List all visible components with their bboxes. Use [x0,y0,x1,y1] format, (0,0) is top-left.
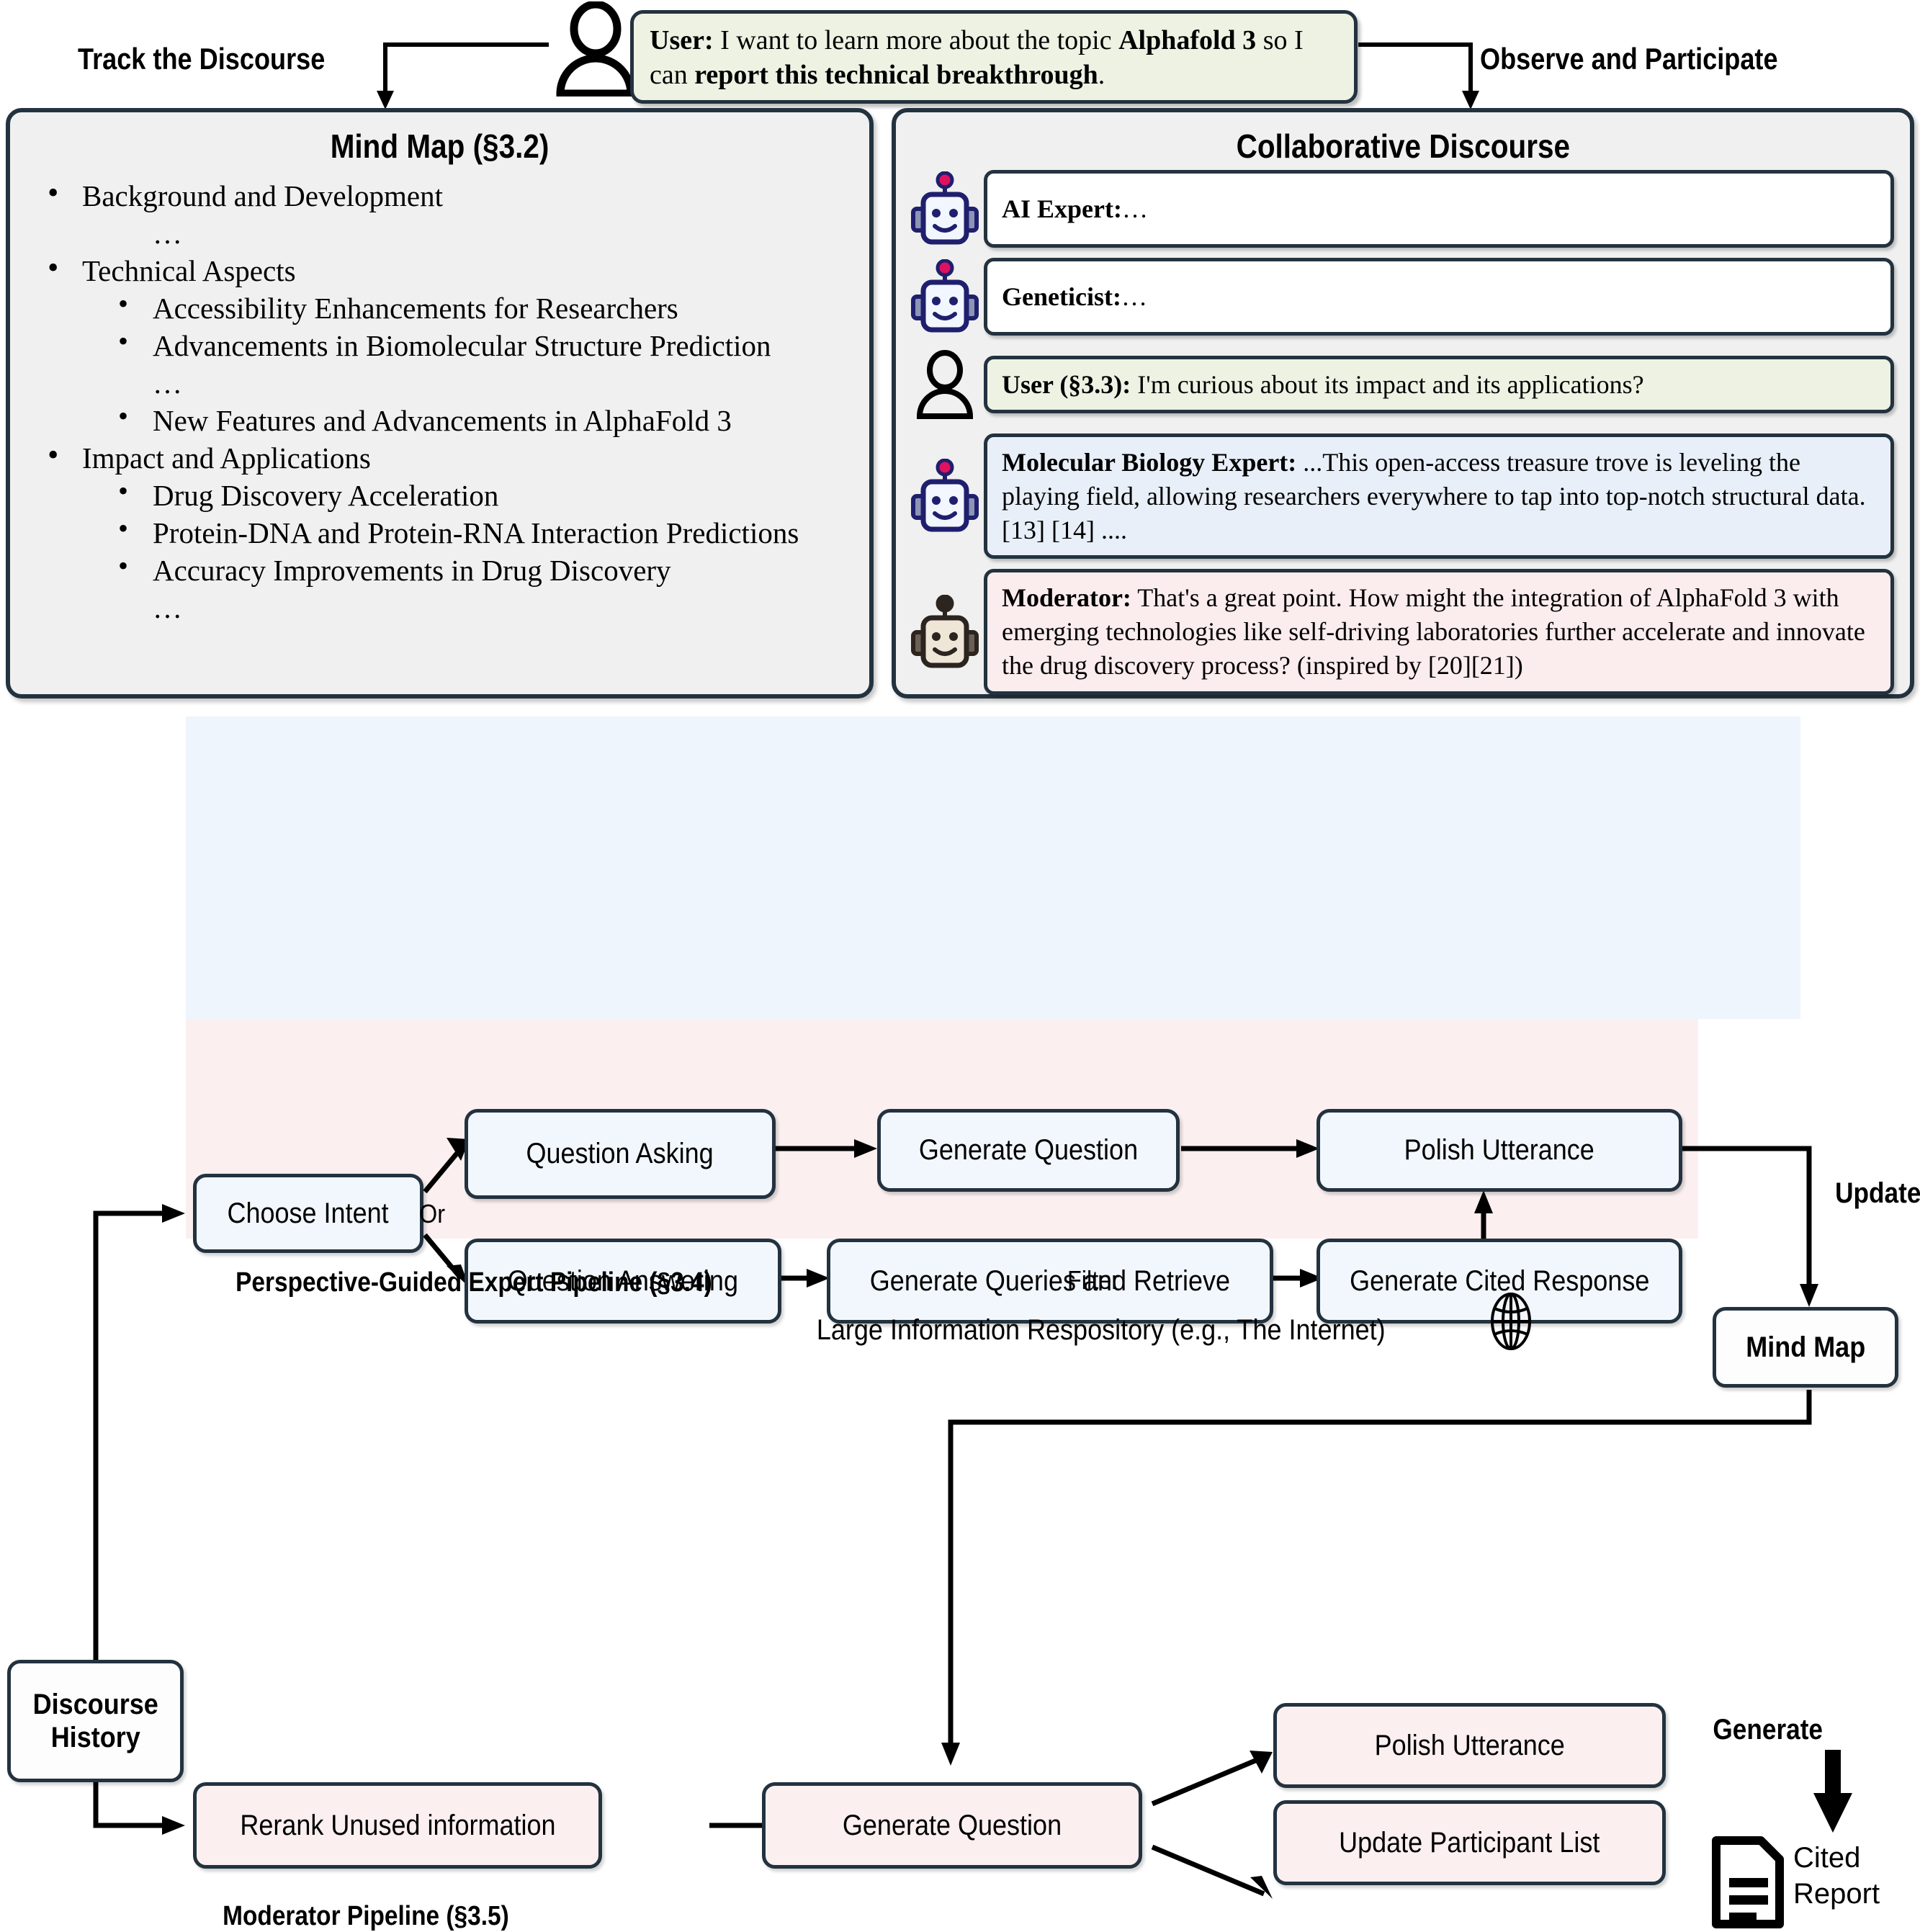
polish-utterance-box[interactable]: Polish Utterance [1316,1109,1682,1192]
discourse-message-bubble: Geneticist: … [984,258,1894,336]
discourse-message-bubble: Moderator: That's a great point. How mig… [984,569,1894,695]
expert-zone-label-text: Perspective-Guided Expert Pipeline (§3.4… [235,1267,712,1298]
mind-map-panel: Mind Map (§3.2) Background and Developme… [6,108,874,698]
generate-label-text: Generate [1713,1714,1823,1745]
repository-label-text: Large Information Respository (e.g., The… [816,1314,1386,1346]
robot-blue-icon [906,170,984,248]
message-text: That's a great point. How might the inte… [1002,583,1865,680]
user-prompt-text-1: I want to learn more about the topic [713,25,1119,55]
or-label: Or [418,1199,447,1229]
mind-map-item: Drug Discovery Acceleration [43,477,869,511]
rerank-unused-box[interactable]: Rerank Unused information [193,1782,602,1869]
message-text: … [1121,282,1147,311]
filter-label-text: Filter [1067,1265,1119,1295]
message-text: ...This open-access treasure trove is le… [1002,448,1866,544]
collaborative-discourse-panel: Collaborative Discourse AI Expert: …Gene… [892,108,1914,698]
mind-map-item: … [153,217,182,250]
discourse-message-row: Moderator: That's a great point. How mig… [906,569,1894,695]
message-speaker: Geneticist: [1002,282,1121,311]
user-icon [906,346,984,423]
message-text: … [1121,194,1148,223]
repository-label: Large Information Respository (e.g., The… [785,1314,1417,1347]
message-speaker: User (§3.3): [1002,369,1131,399]
mind-map-item: Protein-DNA and Protein-RNA Interaction … [43,514,869,548]
discourse-history-box[interactable]: Discourse History [7,1660,184,1782]
expert-zone-label: Perspective-Guided Expert Pipeline (§3.4… [203,1267,745,1298]
moderator-polish-utterance-box[interactable]: Polish Utterance [1273,1703,1666,1788]
user-prompt-speaker: User: [650,25,714,55]
generate-question-label: Generate Question [918,1134,1139,1166]
track-the-discourse-label: Track the Discourse [78,42,326,76]
moderator-generate-question-box[interactable]: Generate Question [762,1782,1142,1869]
user-prompt-text-2: so I can [650,25,1304,91]
discourse-message-row: AI Expert: … [906,170,1894,248]
discourse-message-list: AI Expert: …Geneticist: …User (§3.3): I'… [896,170,1910,695]
mind-map-box[interactable]: Mind Map [1713,1307,1898,1388]
expert-pipeline-zone [186,716,1800,1019]
discourse-history-label: Discourse History [32,1689,158,1753]
mind-map-item: Accuracy Improvements in Drug Discovery [43,552,869,585]
mind-map-title: Mind Map (§3.2) [10,127,869,166]
update-participant-list-label: Update Participant List [1339,1826,1600,1859]
globe-icon [1484,1293,1538,1354]
choose-intent-box[interactable]: Choose Intent [193,1174,423,1253]
question-asking-label: Question Asking [526,1138,714,1169]
update-participant-list-box[interactable]: Update Participant List [1273,1800,1666,1885]
user-icon [549,1,642,96]
message-speaker: Moderator: [1002,583,1131,613]
mind-map-list: Background and Development…Technical Asp… [10,177,869,624]
robot-blue-icon [906,457,984,535]
filter-label: Filter [1064,1265,1122,1295]
user-prompt-text-3: . [1098,60,1105,91]
question-asking-box[interactable]: Question Asking [465,1109,776,1199]
mind-map-item: … [153,367,182,400]
discourse-title: Collaborative Discourse [896,127,1910,166]
cited-report-icon [1710,1836,1785,1932]
update-label: Update [1829,1177,1920,1210]
mind-map-item: Accessibility Enhancements for Researche… [43,289,869,323]
top-connectors [377,42,1479,109]
discourse-message-bubble: AI Expert: … [984,170,1894,248]
user-prompt-bubble: User: I want to learn more about the top… [630,10,1358,104]
mind-map-item: Background and Development [43,177,869,211]
message-text: I'm curious about its impact and its app… [1131,369,1644,399]
generate-label: Generate [1705,1714,1830,1746]
user-prompt-goal: report this technical breakthrough [694,60,1098,91]
discourse-title-text: Collaborative Discourse [1236,127,1570,165]
observe-and-participate-label: Observe and Participate [1480,42,1778,76]
mind-map-item: New Features and Advancements in AlphaFo… [43,402,869,436]
discourse-message-row: Molecular Biology Expert: ...This open-a… [906,433,1894,560]
choose-intent-label: Choose Intent [227,1197,390,1229]
mind-map-item: Technical Aspects [43,252,869,286]
discourse-message-bubble: Molecular Biology Expert: ...This open-a… [984,433,1894,560]
mind-map-title-text: Mind Map (§3.2) [330,127,549,165]
robot-blue-icon [906,258,984,336]
generate-queries-label: Generate Queries and Retrieve [869,1264,1231,1297]
moderator-zone-label: Moderator Pipeline (§3.5) [203,1901,529,1932]
moderator-zone-label-text: Moderator Pipeline (§3.5) [223,1901,509,1931]
update-label-text: Update [1835,1177,1920,1209]
user-prompt-topic: Alphafold 3 [1118,25,1257,55]
or-label-text: Or [419,1199,445,1228]
discourse-message-bubble: User (§3.3): I'm curious about its impac… [984,355,1894,414]
robot-beige-icon [906,593,984,671]
generate-question-box[interactable]: Generate Question [877,1109,1180,1192]
mind-map-item: Advancements in Biomolecular Structure P… [43,327,869,361]
rerank-unused-label: Rerank Unused information [239,1809,556,1841]
cited-report-label: Cited Report [1793,1842,1880,1910]
pipeline-diagram: Discourse History Choose Intent Question… [0,702,1920,1931]
moderator-polish-utterance-label: Polish Utterance [1374,1729,1565,1761]
mind-map-item: … [153,591,182,624]
mind-map-box-label: Mind Map [1746,1331,1865,1363]
discourse-message-row: Geneticist: … [906,258,1894,336]
message-speaker: AI Expert: [1002,194,1122,223]
discourse-message-row: User (§3.3): I'm curious about its impac… [906,346,1894,423]
message-speaker: Molecular Biology Expert: [1002,448,1297,477]
generate-queries-box[interactable]: Generate Queries and Retrieve [827,1239,1273,1324]
polish-utterance-label: Polish Utterance [1404,1134,1595,1166]
moderator-generate-question-label: Generate Question [842,1809,1062,1841]
mind-map-item: Impact and Applications [43,439,869,473]
